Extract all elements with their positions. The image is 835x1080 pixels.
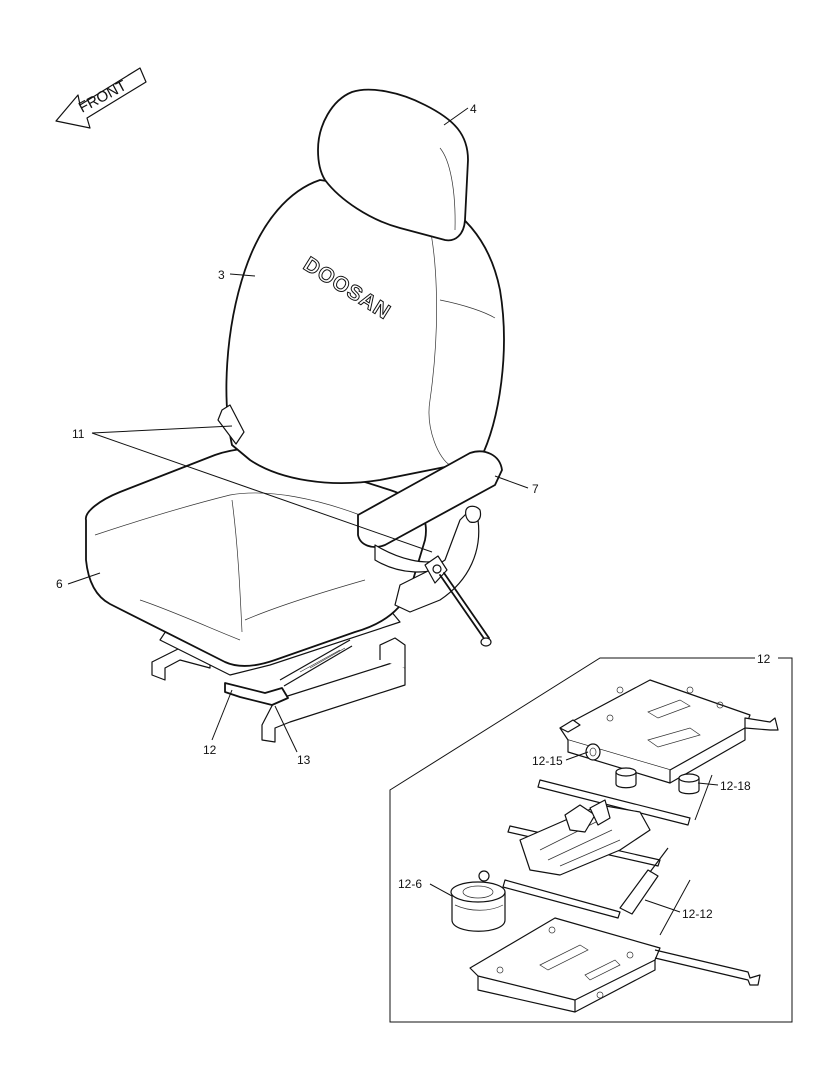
suspension-detail: [389, 657, 793, 1023]
suspension-bottom-plate: [469, 917, 761, 1013]
seat-headrest: [317, 88, 469, 242]
damper-pads: [615, 767, 700, 795]
scissor-linkage: [519, 799, 651, 876]
callout-armrest: 7: [532, 482, 539, 496]
front-arrow-icon: FRONT: [55, 67, 147, 129]
slide-rail: [224, 639, 353, 706]
callout-knob: 12-15: [532, 754, 563, 768]
callout-labels: 4 3 11 7 6 12 13 12 12-15 12-18 12-6 12-…: [56, 102, 771, 921]
callout-headrest: 4: [470, 102, 477, 116]
callout-belt: 11: [72, 427, 85, 441]
leader-lines: [67, 107, 719, 936]
callout-cushion: 6: [56, 577, 63, 591]
callout-air-spring: 12-6: [398, 877, 422, 891]
detail-frame: [389, 657, 793, 1023]
callout-slide-rail: 12: [203, 743, 217, 757]
air-spring: [450, 870, 506, 932]
seat-assembly: DOOSAN: [85, 88, 505, 743]
suspension-top-plate: [559, 679, 779, 784]
adjust-knob: [585, 743, 601, 761]
callout-suspension-group: 12: [757, 652, 771, 666]
callout-backrest: 3: [218, 268, 225, 282]
callout-shock-absorber: 12-12: [682, 907, 713, 921]
callout-damper-pad: 12-18: [720, 779, 751, 793]
callout-lever: 13: [297, 753, 311, 767]
seat-belt: [217, 404, 492, 647]
shock-absorber: [619, 847, 669, 915]
